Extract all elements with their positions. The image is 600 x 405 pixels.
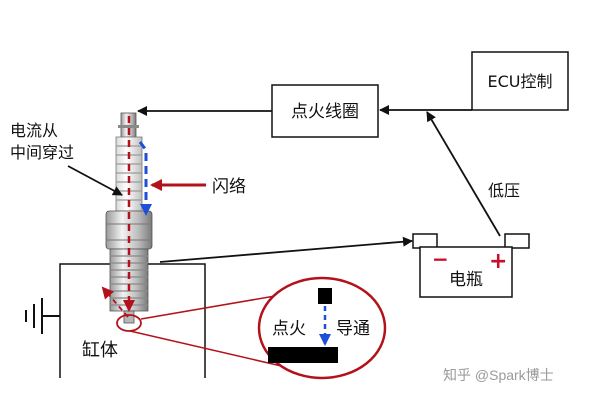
magnifier-line-bottom: [129, 330, 291, 369]
battery-minus-sign: −: [432, 247, 449, 271]
center-electrode: [318, 288, 332, 304]
flashover-label: 闪络: [212, 177, 246, 197]
current-label-line2: 中间穿过: [10, 143, 74, 162]
watermark: 知乎 @Spark博士: [443, 367, 554, 383]
ground-electrode: [268, 347, 338, 363]
ignition-coil-box: 点火线圈: [271, 84, 379, 138]
ground-to-battery-arrow: [159, 236, 413, 263]
flashover-path: [138, 141, 152, 216]
low-voltage-label: 低压: [488, 181, 520, 200]
tip-spark-arrow: [101, 286, 129, 318]
tip-highlight-circle: [116, 314, 142, 332]
spark-plug: [105, 112, 153, 324]
current-label-line1: 电流从: [10, 121, 58, 140]
magnified-electrode-view: 点火 导通: [257, 276, 387, 380]
battery-plus-sign: +: [489, 249, 507, 274]
ground-symbol: [25, 298, 60, 334]
ecu-label: ECU控制: [488, 72, 553, 91]
current-label-pointer: [67, 165, 123, 196]
battery: − + 电瓶: [412, 233, 530, 298]
magnifier-line-top: [140, 295, 276, 320]
battery-positive-terminal: [504, 233, 530, 249]
ecu-box: ECU控制: [471, 51, 569, 111]
battery-label: 电瓶: [449, 270, 483, 290]
cylinder-label: 缸体: [82, 339, 118, 361]
battery-to-coil-arrow: [426, 111, 501, 237]
coil-label: 点火线圈: [291, 102, 359, 122]
ignition-label: 点火: [272, 319, 306, 339]
battery-negative-terminal: [412, 233, 438, 249]
conduction-label: 导通: [336, 319, 370, 339]
